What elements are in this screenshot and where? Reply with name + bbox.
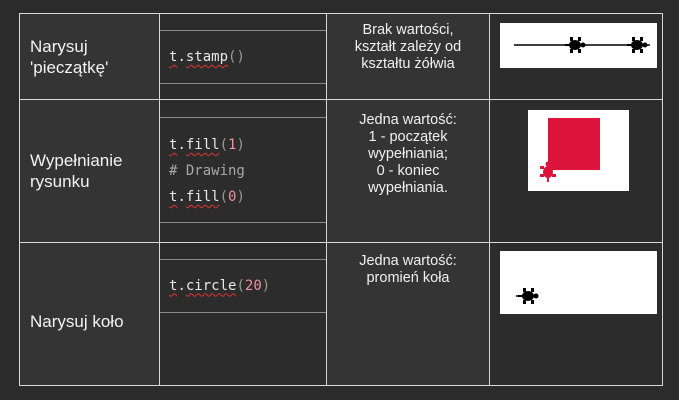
command-name-cell: Narysuj koło [19,241,160,387]
code-token: fill [185,189,220,206]
stamp-example-image [500,23,657,68]
command-name: Wypełnianie rysunku [30,150,123,191]
code-token: circle [185,277,237,294]
code-token: . [177,189,186,206]
turtle-circle-drawing [516,287,539,304]
table-row: Narysuj 'pieczątkę' t.stamp() Brak warto… [19,12,663,101]
command-name-cell: Narysuj 'pieczątkę' [19,12,160,101]
example-image-cell [489,241,663,387]
code-line: t.stamp() [169,44,326,70]
stamp-line-drawing [514,37,650,53]
code-token: fill [185,137,220,154]
filled-square-drawing [540,118,600,183]
turtle-icon [518,287,539,304]
example-image-cell [489,99,663,243]
code-token: t [169,189,178,206]
command-name-cell: Wypełnianie rysunku [19,99,160,243]
turtle-icon [540,161,556,183]
code-line: t.fill(0) [169,184,326,210]
code-token: . [177,137,186,154]
code-token: ) [236,137,245,154]
command-name: Narysuj 'pieczątkę' [30,36,109,77]
code-cell: t.circle(20) [159,241,327,387]
code-block: t.stamp() [160,30,326,84]
code-token: stamp [185,49,229,65]
code-line: t.circle(20) [169,273,326,299]
code-token: ( [236,277,245,294]
command-name: Narysuj koło [30,312,124,332]
code-token: t [169,49,178,65]
filled-square-shape [548,118,600,171]
code-token: # Drawing [169,163,245,180]
code-block: t.circle(20) [160,258,326,313]
turtle-commands-table: Narysuj 'pieczątkę' t.stamp() Brak warto… [19,12,663,387]
code-token: 20 [244,277,262,294]
code-token: 0 [228,189,237,206]
code-token: t [169,277,178,294]
code-token: ( [219,189,229,206]
circle-example-image [500,250,657,314]
fill-example-image [528,110,629,192]
code-line: # Drawing [169,158,326,184]
code-token: t [169,137,178,154]
code-token: ( [219,137,229,154]
code-cell: t.stamp() [159,12,327,101]
turtle-stamp-icon [565,37,586,53]
code-token: () [228,49,245,65]
code-token: 1 [228,137,237,154]
command-description: Jedna wartość:promień koła [359,252,457,286]
code-token: ) [236,189,245,206]
code-token: . [177,49,186,65]
table-row: Narysuj koło t.circle(20) Jedna wartość:… [19,241,663,387]
code-line: t.fill(1) [169,132,326,158]
code-token: . [177,277,186,294]
code-token: ) [261,277,271,294]
example-image-cell [489,12,663,101]
description-cell: Jedna wartość:promień koła [326,241,490,387]
turtle-icon [627,37,648,53]
